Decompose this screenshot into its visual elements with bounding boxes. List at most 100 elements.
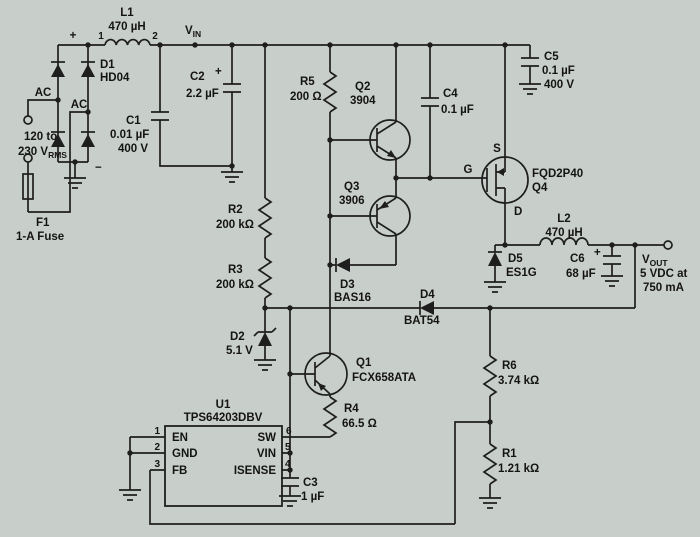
ac1-label: AC (35, 87, 52, 99)
fuse-ref-label: F1 (36, 217, 50, 229)
mosfet-icon (481, 156, 529, 204)
r6-value-label: 3.74 kΩ (498, 375, 539, 387)
q4-drain-label: D (514, 206, 522, 218)
bridge-rectifier-d1: + − D1 HD04 AC AC (35, 30, 130, 174)
capacitor-c1: C1 0.01 µF 400 V (110, 111, 169, 155)
transistor-q3: Q3 3906 (339, 181, 411, 237)
ground-d2 (253, 359, 277, 371)
diode-icon (420, 301, 434, 315)
inductor-l2: L2 470 µH (539, 213, 589, 246)
resistor-icon (322, 396, 338, 438)
r1-ref-label: R1 (502, 448, 517, 460)
resistor-icon (257, 257, 273, 299)
emitter-arrow (379, 201, 389, 209)
q1-part-label: FCX658ATA (352, 372, 416, 384)
ground-bridge (63, 177, 87, 189)
u1-pin-vin-label: VIN (257, 448, 276, 460)
diode-icon (488, 252, 502, 266)
transistor-q2: Q2 3904 (350, 81, 411, 161)
c6-value-label: 68 µF (566, 268, 596, 280)
mosfet-q4: S G D FQD2P40 Q4 (464, 143, 584, 218)
r4-ref-label: R4 (344, 403, 359, 415)
inductor-l1: L1 470 µH 1 2 (98, 7, 158, 46)
r2-value-label: 200 kΩ (216, 219, 254, 231)
u1-pin1-number: 1 (154, 426, 160, 437)
inductor-icon (104, 38, 151, 46)
mains-line1: 120 to (24, 131, 57, 143)
resistor-r1: R1 1.21 kΩ (482, 443, 539, 485)
ic-u1: U1 TPS64203DBV EN GND FB SW VIN ISENSE 1… (154, 399, 292, 507)
ac-terminal-bottom (23, 153, 33, 163)
mains-sub: RMS (48, 150, 67, 160)
q4-part-label: FQD2P40 (532, 168, 583, 180)
u1-pin3-number: 3 (154, 459, 160, 470)
c5-rating-label: 400 V (544, 79, 574, 91)
q4-source-label: S (493, 143, 501, 155)
d5-part-label: ES1G (506, 267, 537, 279)
ground-c6 (600, 275, 624, 287)
vout-terminal-circle (663, 240, 673, 250)
q4-ref-label: Q4 (532, 182, 548, 194)
c5-ref-label: C5 (544, 51, 559, 63)
wires-controller (129, 421, 490, 525)
transistor-q1: Q1 FCX658ATA (304, 352, 416, 396)
vout-terminal: VOUT 5 VDC at 750 mA (640, 240, 687, 294)
inductor-icon (539, 237, 589, 246)
emitter-arrow (318, 383, 326, 391)
q4-gate-label: G (464, 164, 473, 176)
d3-ref-label: D3 (340, 279, 355, 291)
u1-part-label: TPS64203DBV (184, 412, 263, 424)
mosfet-arrow (497, 168, 504, 176)
resistor-r4: R4 66.5 Ω (322, 396, 377, 438)
resistor-icon (482, 355, 498, 397)
wires-bias-chain (264, 45, 635, 496)
diode-d3: D3 BAS16 (334, 258, 371, 304)
u1-pin-en-label: EN (172, 432, 188, 444)
capacitor-c6: C6 + 68 µF (566, 247, 621, 280)
fuse-icon (22, 173, 34, 200)
q2-part-label: 3904 (350, 95, 376, 107)
diode-icon (81, 64, 95, 77)
u1-ref-label: U1 (216, 399, 231, 411)
l1-ref-label: L1 (120, 7, 134, 19)
c2-ref-label: C2 (190, 71, 205, 83)
c6-plus-label: + (594, 247, 601, 259)
q1-ref-label: Q1 (356, 357, 372, 369)
c5-value-label: 0.1 µF (542, 65, 575, 77)
bridge-part-label: HD04 (100, 72, 130, 84)
l1-pin1-label: 1 (98, 31, 104, 42)
r2-ref-label: R2 (228, 204, 243, 216)
capacitor-icon (521, 57, 539, 67)
vout-line3: 750 mA (643, 282, 684, 294)
ac-terminal-top (23, 115, 33, 125)
ground-c1-c2 (220, 171, 244, 183)
emitter-arrow (387, 150, 396, 158)
junction-dots (55, 42, 638, 473)
q2-ref-label: Q2 (355, 81, 370, 93)
zener-d2: D2 5.1 V (226, 327, 277, 357)
u1-pin4-number: 4 (285, 459, 291, 470)
resistor-r6: R6 3.74 kΩ (482, 355, 539, 397)
d2-ref-label: D2 (230, 331, 245, 343)
d3-part-label: BAS16 (334, 292, 371, 304)
c3-ref-label: C3 (303, 477, 318, 489)
c6-ref-label: C6 (570, 253, 585, 265)
capacitor-c2: C2 + 2.2 µF (186, 66, 241, 100)
capacitor-c5: C5 0.1 µF 400 V (521, 51, 575, 91)
l1-value-label: 470 µH (108, 21, 145, 33)
ground-c5 (518, 83, 542, 95)
fuse-desc-label: 1-A Fuse (16, 231, 64, 243)
vin-net-label: VIN (185, 25, 201, 39)
resistor-r3: R3 200 kΩ (216, 257, 273, 299)
transistor-icon (304, 352, 348, 396)
ac2-label: AC (71, 99, 88, 111)
d4-part-label: BAT54 (404, 315, 440, 327)
vout-label: VOUT (642, 254, 668, 268)
d2-value-label: 5.1 V (226, 345, 253, 357)
q3-part-label: 3906 (339, 195, 365, 207)
ground-u1 (118, 489, 142, 501)
q3-ref-label: Q3 (344, 181, 359, 193)
capacitor-icon (151, 111, 169, 121)
r3-ref-label: R3 (228, 264, 243, 276)
